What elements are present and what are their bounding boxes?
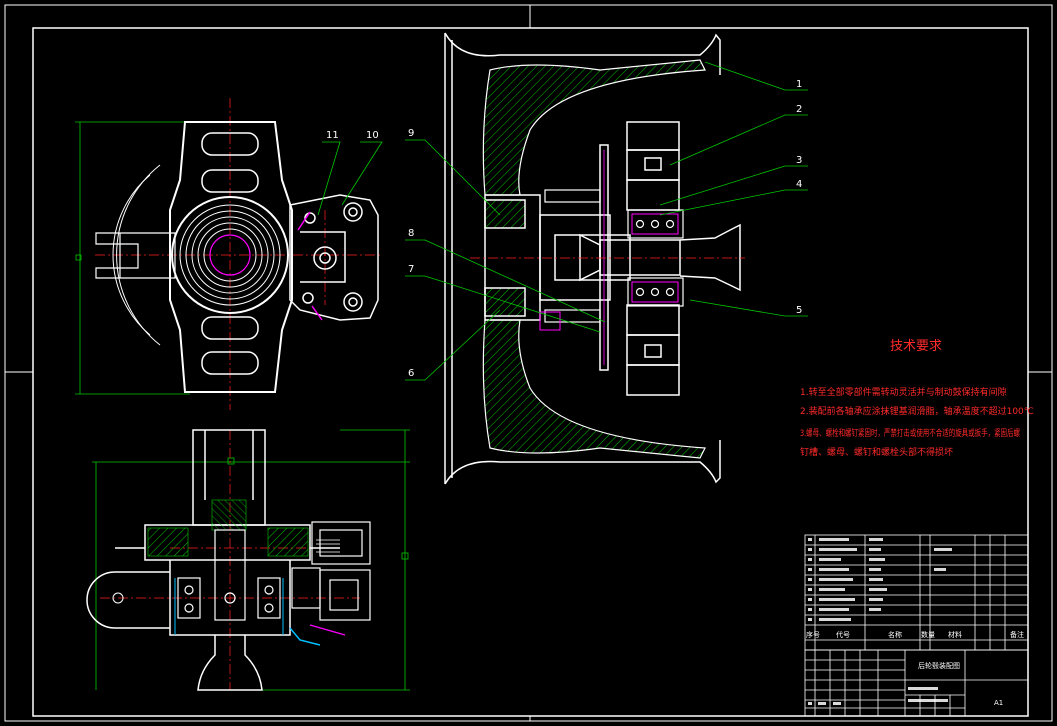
part-label-3: 3	[796, 155, 802, 166]
col-qty: 数量	[921, 630, 935, 639]
col-code: 代号	[836, 630, 850, 639]
wheel-rim	[444, 32, 721, 485]
part-label-9: 9	[408, 128, 414, 139]
wheel-bearings	[627, 209, 684, 307]
parts-list	[804, 534, 1029, 651]
part-label-2: 2	[796, 104, 802, 115]
hatch-flange-left	[147, 527, 189, 557]
wheel-web-upper	[482, 59, 706, 196]
technical-requirements: 技术要求 1.转至全部零部件需转动灵活并与制动鼓保持有间隙 2.装配前各轴承应涂…	[800, 339, 1034, 458]
rim-outline-arc	[116, 164, 161, 346]
brake-caliper	[289, 194, 379, 321]
col-material: 材料	[948, 630, 962, 639]
part-label-6: 6	[408, 368, 414, 379]
title-block-entries	[808, 687, 948, 705]
drawing-name: 后轮毂装配图	[918, 661, 960, 670]
col-remark: 备注	[1010, 630, 1024, 639]
wheel-web-lower	[482, 319, 706, 459]
front-view-dimensions	[75, 121, 190, 395]
outer-border	[4, 4, 1053, 722]
col-name: 名称	[888, 630, 902, 639]
title-block: 序号 代号 名称 数量 材料 备注 后轮毂装配图 A1	[804, 534, 1029, 717]
wheel-section-view: 1 2 3 4 5 9 8 7 6	[405, 32, 808, 485]
part-label-1: 1	[796, 79, 802, 90]
front-view: 11 10	[75, 98, 383, 410]
output-yoke	[679, 223, 741, 292]
left-stub	[95, 232, 176, 279]
tech-req-title: 技术要求	[890, 339, 942, 354]
front-view-centerlines	[95, 98, 380, 410]
col-seq: 序号	[806, 630, 820, 639]
hatch-spindle	[211, 499, 247, 531]
knuckle-body	[169, 121, 293, 393]
part-label-8: 8	[408, 228, 414, 239]
hatch-flange-right	[267, 527, 309, 557]
lightening-holes	[201, 132, 259, 375]
tech-req-line-1: 1.转至全部零部件需转动灵活并与制动鼓保持有间隙	[800, 386, 1007, 398]
tech-req-line-2: 2.装配前各轴承应涂抹锂基润滑脂，轴承温度不超过100℃	[800, 405, 1034, 417]
sheet-size: A1	[994, 699, 1003, 707]
side-view-dimensions	[92, 429, 410, 691]
part-label-11: 11	[326, 130, 339, 141]
inner-border	[32, 27, 1029, 717]
wheel-bolts	[544, 189, 601, 323]
hub-rings	[171, 196, 289, 314]
brake-disc	[599, 144, 609, 371]
tech-req-line-3a: 3.螺母、螺栓和螺钉紧固时，严禁打击或使用不合适的旋具或扳手，紧固后螺	[800, 427, 1020, 439]
side-view-bearings	[177, 529, 281, 621]
part-label-5: 5	[796, 305, 802, 316]
side-view-arm	[86, 571, 170, 629]
tech-req-line-3b: 钉槽、螺母、螺钉和螺栓头部不得损坏	[800, 446, 953, 458]
side-section-view	[86, 429, 410, 691]
zone-ticks	[5, 5, 1052, 721]
side-view-caliper	[291, 521, 371, 621]
half-shaft-end	[197, 635, 263, 691]
title-block-grid	[804, 649, 1029, 717]
front-view-leaders	[317, 141, 383, 216]
parts-list-entries	[808, 538, 952, 621]
brake-drum-ribs	[626, 121, 680, 396]
part-label-4: 4	[796, 179, 802, 190]
part-label-10: 10	[366, 130, 379, 141]
part-label-7: 7	[408, 264, 414, 275]
wheel-view-leaders	[405, 61, 808, 381]
